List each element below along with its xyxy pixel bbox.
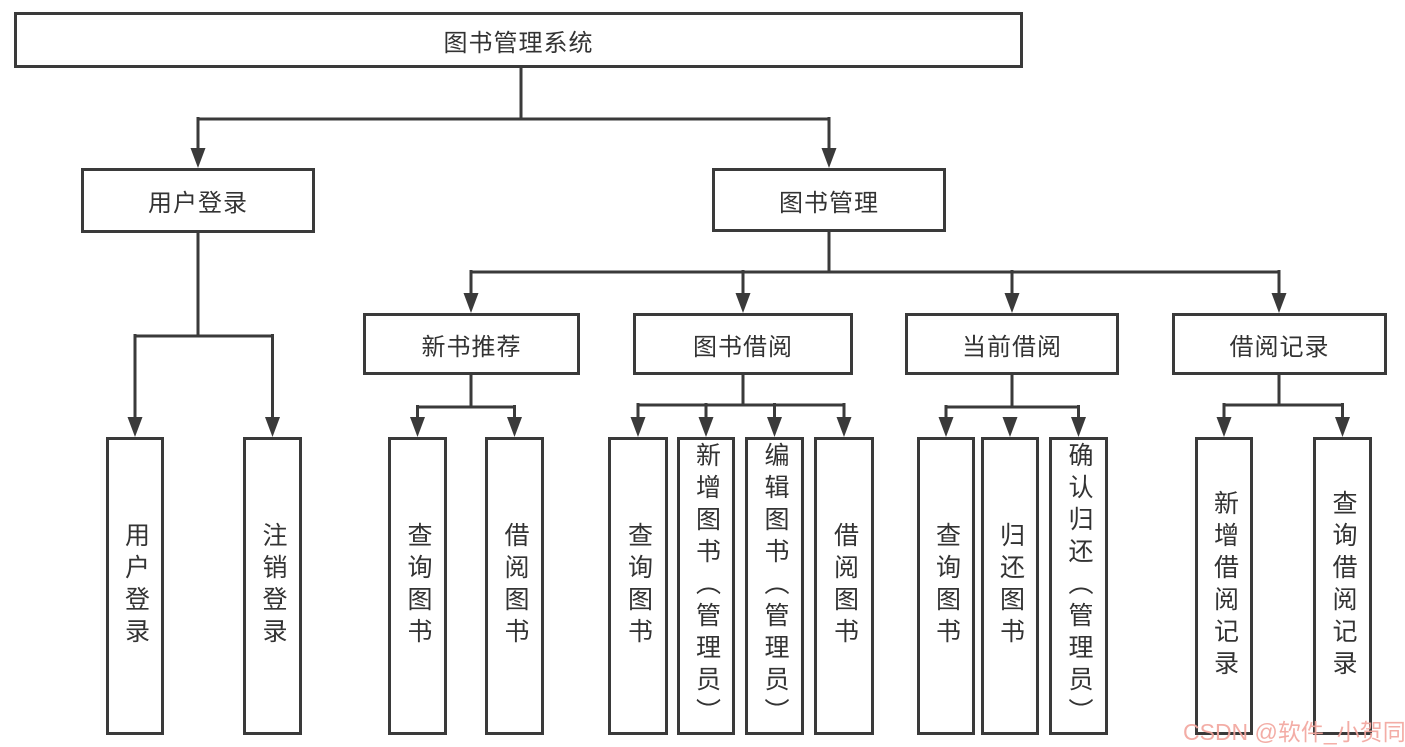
arrowhead-icon xyxy=(1002,417,1018,437)
arrowhead-icon xyxy=(127,417,143,437)
node-add-borrow-record: 新增借阅记录 xyxy=(1195,437,1253,735)
arrowhead-icon xyxy=(767,417,782,437)
arrowhead-icon xyxy=(630,417,646,437)
arrowheads xyxy=(127,148,1350,437)
node-label: 查询图书 xyxy=(404,522,432,650)
node-label: 注销登录 xyxy=(259,522,287,650)
node-label: 用户登录 xyxy=(148,190,248,217)
node-label: 确认归还（管理员） xyxy=(1065,442,1093,730)
node-label: 当前借阅 xyxy=(962,333,1062,361)
arrowhead-icon xyxy=(1335,417,1350,437)
arrowhead-icon xyxy=(938,417,954,437)
node-label: 编辑图书（管理员） xyxy=(761,442,789,730)
node-query-books-3: 查询图书 xyxy=(917,437,975,735)
node-label: 归还图书 xyxy=(996,522,1025,650)
arrowhead-icon xyxy=(1071,417,1086,437)
arrowhead-icon xyxy=(463,293,479,313)
node-label: 新增借阅记录 xyxy=(1210,490,1239,682)
arrowhead-icon xyxy=(507,417,522,437)
node-library-management-system: 图书管理系统 xyxy=(14,12,1023,68)
arrowhead-icon xyxy=(821,148,837,168)
node-return-books: 归还图书 xyxy=(981,437,1039,735)
node-book-borrowing: 图书借阅 xyxy=(633,313,853,375)
arrowhead-icon xyxy=(1004,293,1020,313)
node-book-management-module: 图书管理 xyxy=(712,168,946,232)
node-add-books-admin: 新增图书（管理员） xyxy=(677,437,735,735)
node-current-borrowing: 当前借阅 xyxy=(905,313,1119,375)
node-logout: 注销登录 xyxy=(243,437,302,735)
arrowhead-icon xyxy=(265,417,280,437)
node-borrow-books-2: 借阅图书 xyxy=(814,437,874,735)
arrowhead-icon xyxy=(698,417,714,437)
node-borrowing-records: 借阅记录 xyxy=(1172,313,1387,375)
node-query-books-1: 查询图书 xyxy=(388,437,447,735)
node-user-login: 用户登录 xyxy=(106,437,164,735)
node-label: 借阅图书 xyxy=(830,522,859,650)
node-label: 查询借阅记录 xyxy=(1329,490,1357,682)
node-confirm-return-admin: 确认归还（管理员） xyxy=(1049,437,1108,735)
node-label: 图书借阅 xyxy=(693,333,793,361)
watermark: CSDN @软件_小贺同学 xyxy=(1183,719,1405,745)
arrowhead-icon xyxy=(735,293,751,313)
node-label: 查询图书 xyxy=(932,522,961,650)
connector-path xyxy=(133,68,1344,419)
arrowhead-icon xyxy=(1271,293,1287,313)
arrowhead-icon xyxy=(410,417,425,437)
node-label: 图书管理 xyxy=(779,189,879,217)
node-label: 新增图书（管理员） xyxy=(692,442,721,730)
node-label: 借阅记录 xyxy=(1229,333,1330,361)
node-label: 用户登录 xyxy=(121,522,150,650)
node-query-books-2: 查询图书 xyxy=(608,437,668,735)
node-query-borrow-record: 查询借阅记录 xyxy=(1313,437,1372,735)
node-user-login-module: 用户登录 xyxy=(81,168,315,233)
arrowhead-icon xyxy=(1216,417,1232,437)
node-borrow-books-1: 借阅图书 xyxy=(485,437,544,735)
node-new-book-recommendation: 新书推荐 xyxy=(363,313,580,375)
arrowhead-icon xyxy=(836,417,852,437)
node-edit-books-admin: 编辑图书（管理员） xyxy=(745,437,804,735)
arrowhead-icon xyxy=(190,148,206,168)
node-label: 借阅图书 xyxy=(501,522,529,650)
node-label: 查询图书 xyxy=(624,522,653,650)
node-label: 新书推荐 xyxy=(421,333,522,361)
node-label: 图书管理系统 xyxy=(443,29,594,57)
